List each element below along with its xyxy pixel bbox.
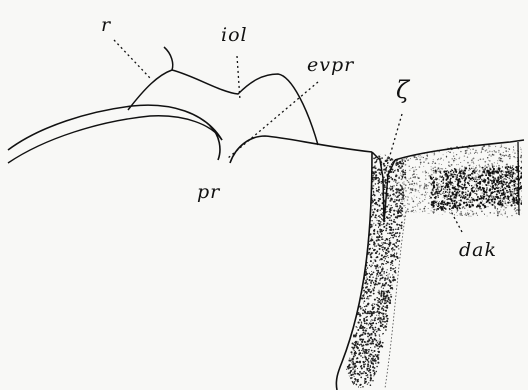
pr-left-stroke	[210, 126, 220, 160]
label-iol: iol	[221, 26, 248, 45]
leader-r	[114, 40, 150, 78]
label-pr: pr	[197, 183, 220, 202]
cusp-tip	[164, 47, 173, 70]
outer-curve-lower	[8, 116, 222, 163]
label-r: r	[101, 16, 111, 35]
stippled-tissue	[342, 144, 524, 388]
label-dak: dak	[459, 241, 497, 260]
leader-evpr	[228, 82, 318, 158]
tissue-inner-edge	[385, 212, 406, 388]
label-zeta: ζ	[396, 78, 410, 102]
outer-curve-upper	[8, 105, 222, 150]
pr-right-stroke	[230, 136, 372, 163]
inner-cusp-outline	[128, 70, 318, 145]
label-evpr: evpr	[307, 56, 354, 75]
